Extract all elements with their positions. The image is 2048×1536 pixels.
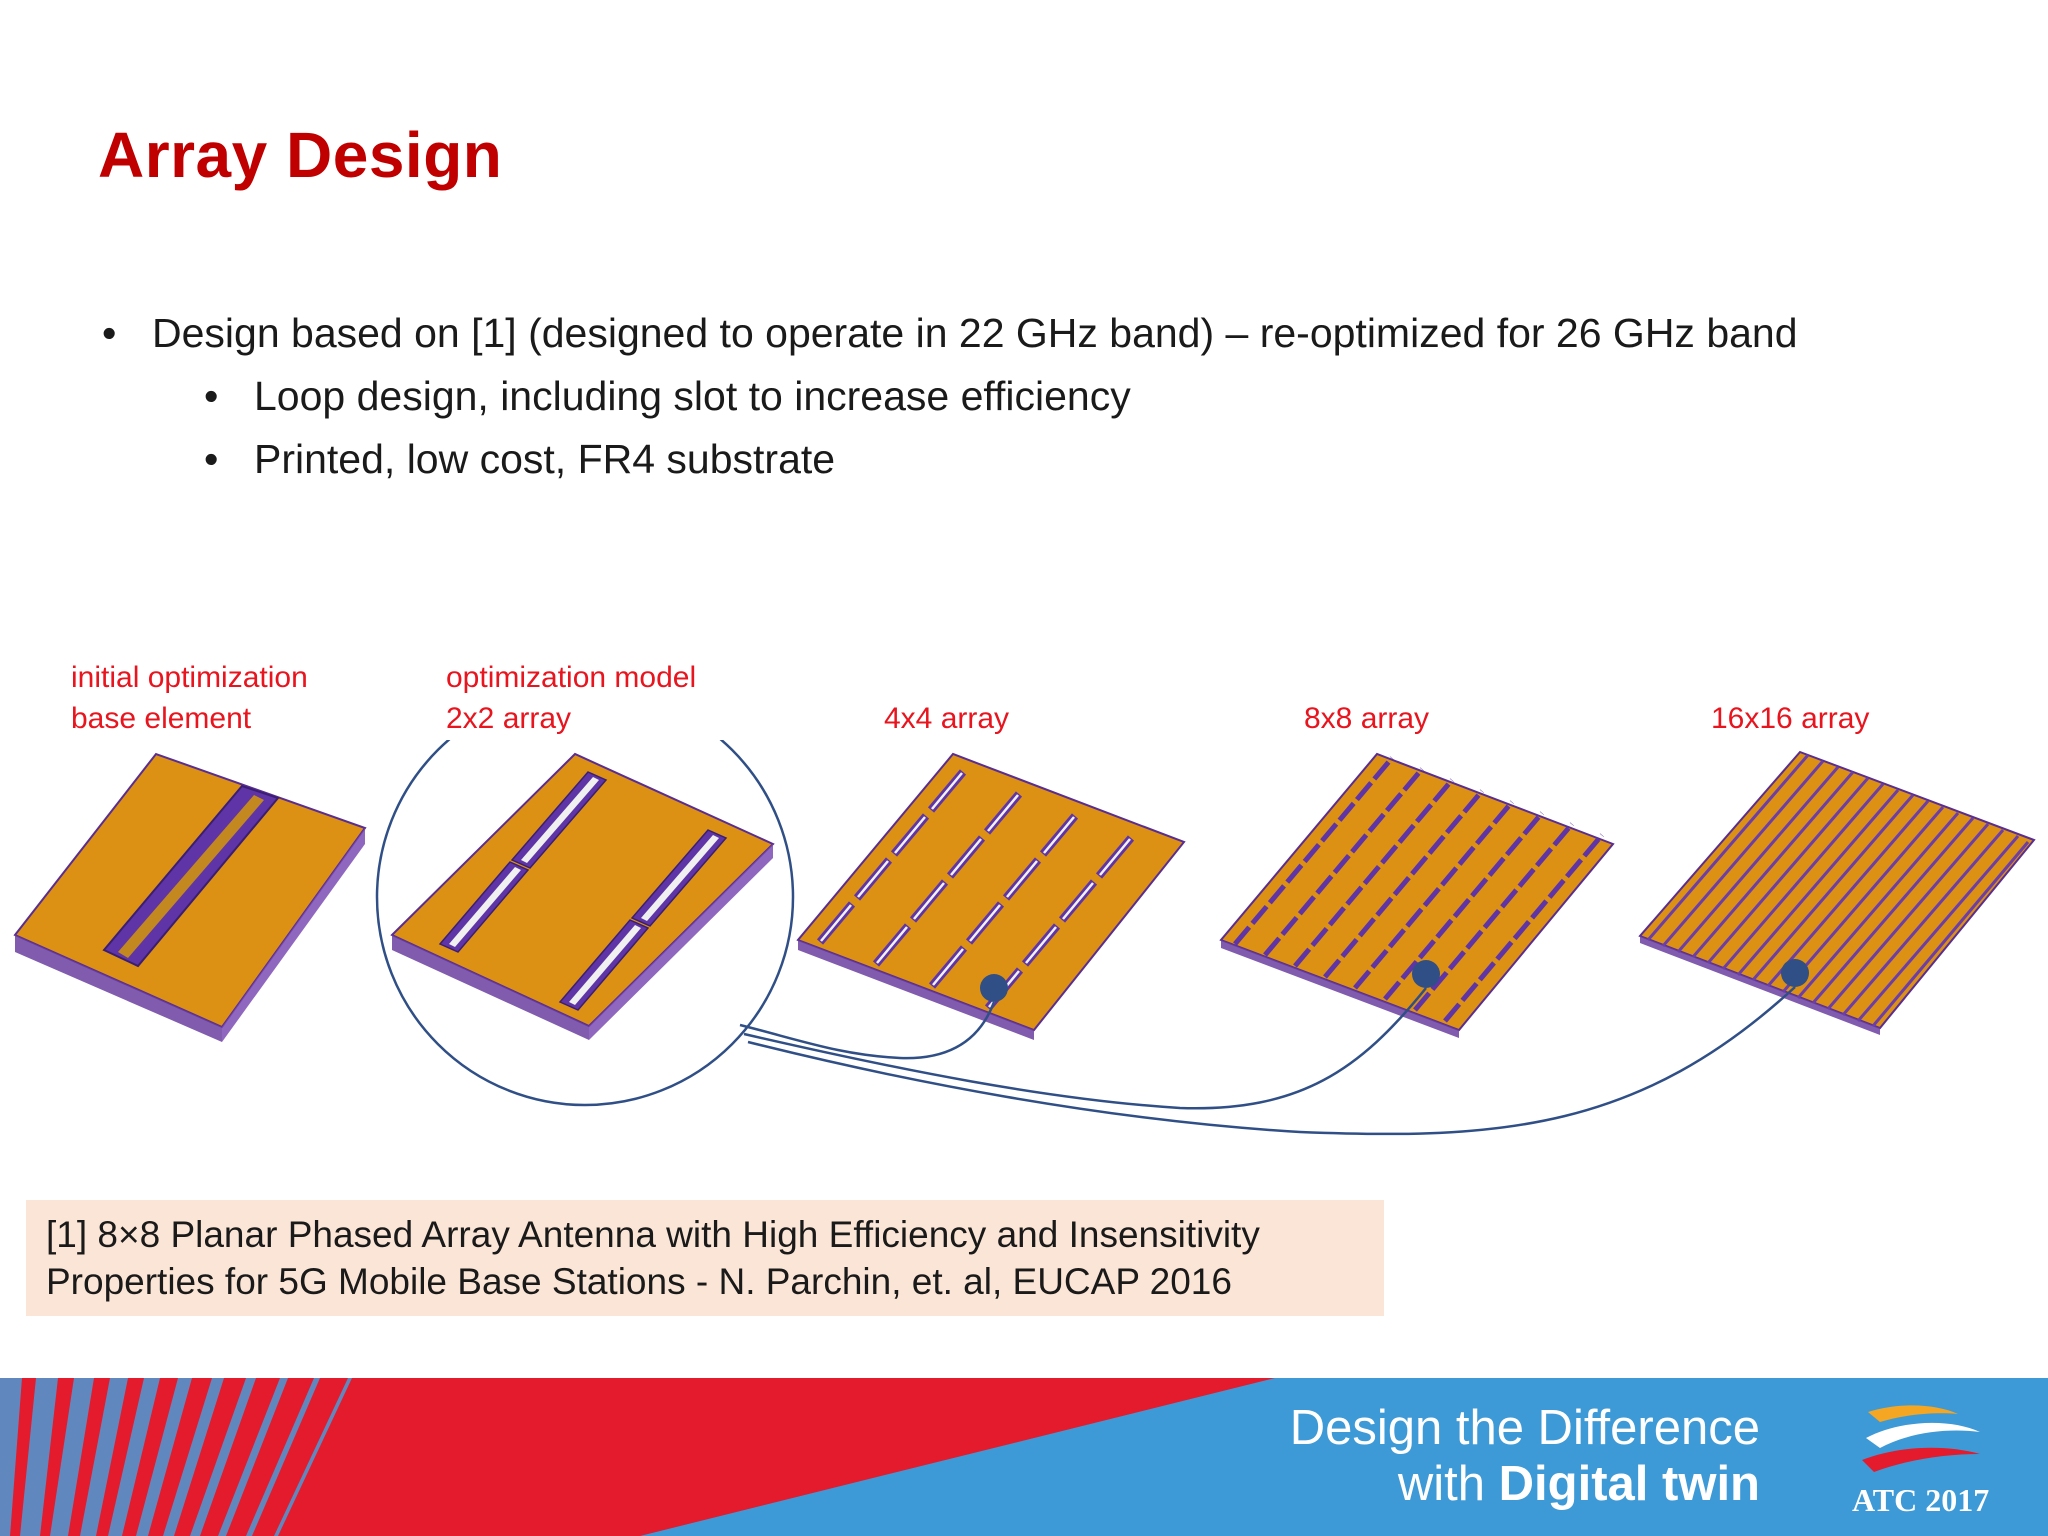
bullet-marker: •: [204, 436, 219, 482]
bullet-marker: •: [102, 310, 117, 356]
bullet-item: • Design based on [1] (designed to opera…: [98, 302, 2038, 365]
footer-tagline-line2: with Digital twin: [1398, 1456, 1760, 1512]
feed-point-marker: [1781, 959, 1809, 987]
antenna-array-figure: [13, 740, 2036, 1136]
bullet-list: • Design based on [1] (designed to opera…: [98, 302, 2038, 491]
caption-line: 8x8 array: [1304, 702, 1430, 735]
caption-base-element: initial optimization base element: [71, 657, 308, 739]
caption-16x16-array: 16x16 array: [1711, 698, 1869, 739]
bullet-item: • Printed, low cost, FR4 substrate: [98, 428, 2038, 491]
atc-logo-icon: [1862, 1405, 1980, 1472]
bullet-item: • Loop design, including slot to increas…: [98, 365, 2038, 428]
caption-4x4-array: 4x4 array: [884, 698, 1009, 739]
reference-line: [1] 8×8 Planar Phased Array Antenna with…: [46, 1214, 1260, 1255]
array-16x16-model: [1638, 750, 2036, 1035]
bullet-text: Loop design, including slot to increase …: [254, 373, 1131, 419]
bullet-text: Design based on [1] (designed to operate…: [152, 310, 1798, 356]
array-2x2-model: [390, 752, 775, 1040]
atc-logo-text: ATC 2017: [1852, 1482, 1990, 1518]
caption-line: 2x2 array: [446, 702, 572, 735]
reference-box: [1] 8×8 Planar Phased Array Antenna with…: [26, 1200, 1384, 1316]
caption-line: 4x4 array: [884, 702, 1010, 735]
feed-point-marker: [1412, 960, 1440, 988]
footer-tagline-line1: Design the Difference: [1289, 1401, 1760, 1455]
footer-banner: [0, 1378, 2048, 1536]
reference-line: Properties for 5G Mobile Base Stations -…: [46, 1261, 1232, 1302]
zoom-circle: [375, 740, 795, 1107]
caption-line: base element: [71, 702, 252, 735]
caption-2x2-array: optimization model 2x2 array: [446, 657, 696, 739]
tagline-prefix: with: [1397, 1457, 1499, 1511]
connector-lines: [739, 986, 1796, 1136]
feed-point-marker: [980, 974, 1008, 1002]
caption-line: initial optimization: [71, 661, 308, 694]
caption-line: optimization model: [446, 661, 697, 694]
bullet-marker: •: [204, 373, 219, 419]
caption-8x8-array: 8x8 array: [1304, 698, 1429, 739]
array-8x8-model: [1219, 752, 1615, 1038]
caption-line: 16x16 array: [1711, 702, 1870, 735]
base-element-model: [13, 752, 367, 1042]
array-4x4-model: [796, 752, 1186, 1040]
slide-title: Array Design: [98, 119, 503, 191]
bullet-text: Printed, low cost, FR4 substrate: [254, 436, 836, 482]
tagline-bold: Digital twin: [1498, 1457, 1760, 1511]
